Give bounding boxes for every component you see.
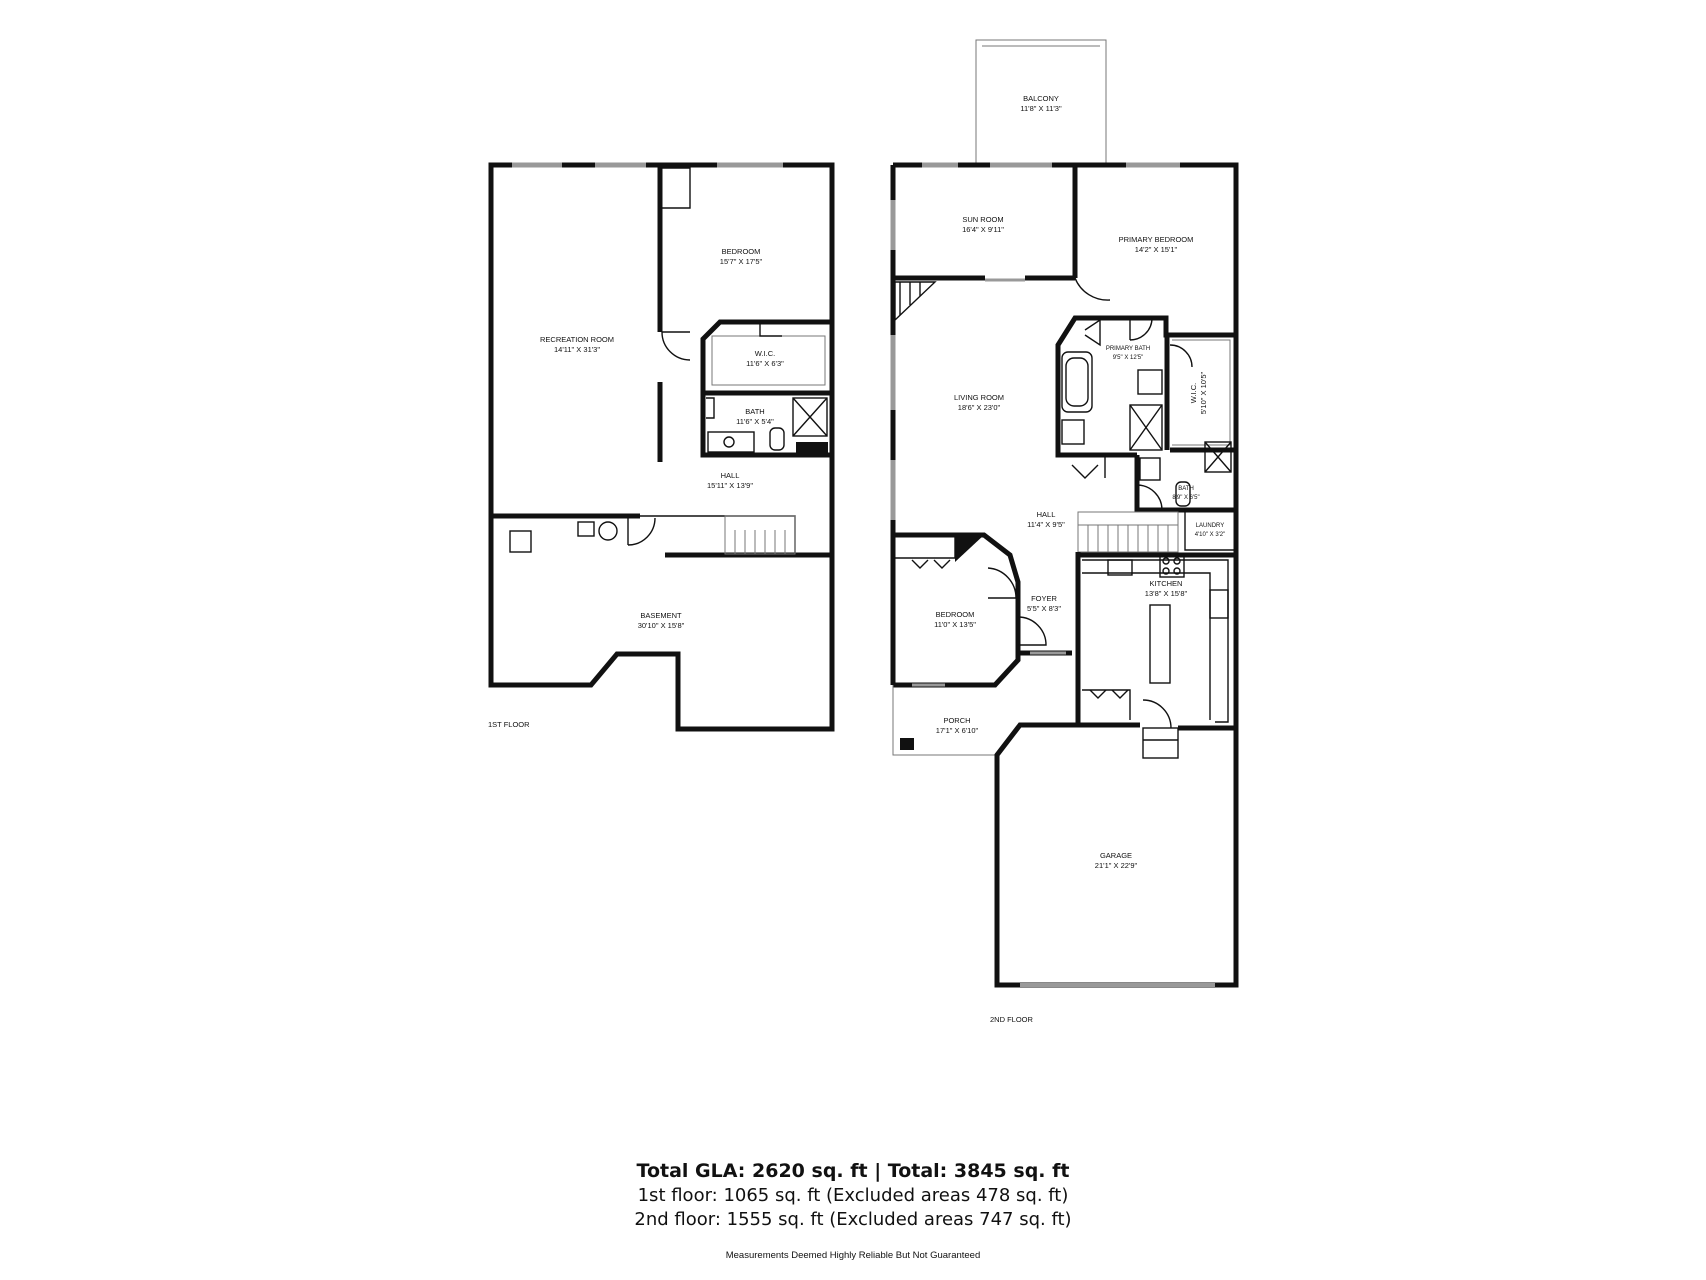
second-floor-outer-wall <box>890 162 1239 728</box>
first-floor-area: 1st floor: 1065 sq. ft (Excluded areas 4… <box>637 1185 1069 1206</box>
room-wic-primary: W.I.C. 5'10" X 10'5" <box>1189 371 1208 414</box>
room-bedroom-1: BEDROOM 15'7" X 17'5" <box>720 247 763 266</box>
room-name: PORCH <box>943 716 970 725</box>
room-name: PRIMARY BATH <box>1106 346 1150 352</box>
room-name: BASEMENT <box>640 611 682 620</box>
room-sun-room: SUN ROOM 16'4" X 9'11" <box>962 215 1004 234</box>
room-name: W.I.C. <box>1189 383 1198 403</box>
room-hall-2: HALL 11'4" X 9'5" <box>1027 510 1065 529</box>
room-dims: 5'5" X 8'3" <box>1027 604 1061 613</box>
room-dims: 11'6" X 5'4" <box>736 417 774 426</box>
room-dims: 8'9" X 6'5" <box>1172 495 1199 501</box>
room-dims: 11'6" X 6'3" <box>746 359 784 368</box>
room-dims: 11'4" X 9'5" <box>1027 520 1065 529</box>
disclaimer: Measurements Deemed Highly Reliable But … <box>725 1250 981 1261</box>
room-dims: 5'10" X 10'5" <box>1199 371 1208 414</box>
room-name: SUN ROOM <box>962 215 1003 224</box>
room-foyer: FOYER 5'5" X 8'3" <box>1027 594 1061 613</box>
room-dims: 15'7" X 17'5" <box>720 257 763 266</box>
balcony-outline <box>975 39 1107 165</box>
room-name: HALL <box>721 471 740 480</box>
room-dims: 11'0" X 13'5" <box>934 620 976 629</box>
garage-walls <box>994 722 1239 988</box>
room-name: FOYER <box>1031 594 1057 603</box>
room-name: BALCONY <box>1023 94 1059 103</box>
room-dims: 14'11" X 31'3" <box>554 345 600 354</box>
room-dims: 30'10" X 15'8" <box>638 621 685 630</box>
room-living-room: LIVING ROOM 18'6" X 23'0" <box>954 393 1004 412</box>
room-primary-bedroom: PRIMARY BEDROOM 14'2" X 15'1" <box>1119 235 1194 254</box>
room-bath-2: BATH 8'9" X 6'5" <box>1172 486 1199 501</box>
room-dims: 15'11" X 13'9" <box>707 481 753 490</box>
room-bath-1: BATH 11'6" X 5'4" <box>736 407 774 426</box>
room-name: W.I.C. <box>755 349 775 358</box>
room-dims: 13'8" X 15'8" <box>1145 589 1188 598</box>
total-area-summary: Total GLA: 2620 sq. ft | Total: 3845 sq.… <box>636 1160 1070 1182</box>
room-name: KITCHEN <box>1150 579 1183 588</box>
room-dims: 16'4" X 9'11" <box>962 225 1004 234</box>
room-garage: GARAGE 21'1" X 22'9" <box>1095 851 1138 870</box>
room-name: LAUNDRY <box>1196 523 1225 529</box>
second-floor-area: 2nd floor: 1555 sq. ft (Excluded areas 7… <box>634 1209 1072 1230</box>
first-floor-label: 1ST FLOOR <box>488 720 530 729</box>
room-name: BEDROOM <box>722 247 761 256</box>
room-dims: 4'10" X 3'2" <box>1195 532 1226 538</box>
room-basement: BASEMENT 30'10" X 15'8" <box>638 611 685 630</box>
second-floor-label: 2ND FLOOR <box>990 1015 1034 1024</box>
room-dims: 9'5" X 12'5" <box>1113 355 1144 361</box>
room-dims: 21'1" X 22'9" <box>1095 861 1138 870</box>
room-dims: 11'8" X 11'3" <box>1020 104 1062 113</box>
room-name: BATH <box>1178 486 1194 492</box>
room-name: RECREATION ROOM <box>540 335 614 344</box>
room-bedroom-2: BEDROOM 11'0" X 13'5" <box>934 610 976 629</box>
room-kitchen: KITCHEN 13'8" X 15'8" <box>1145 579 1188 598</box>
second-floor-plan <box>890 39 1239 988</box>
room-name: PRIMARY BEDROOM <box>1119 235 1194 244</box>
room-recreation-room: RECREATION ROOM 14'11" X 31'3" <box>540 335 614 354</box>
room-name: BATH <box>745 407 764 416</box>
room-wic-1: W.I.C. 11'6" X 6'3" <box>746 349 784 368</box>
room-laundry: LAUNDRY 4'10" X 3'2" <box>1195 523 1226 538</box>
room-dims: 18'6" X 23'0" <box>958 403 1001 412</box>
room-balcony: BALCONY 11'8" X 11'3" <box>1020 94 1062 113</box>
room-porch: PORCH 17'1" X 6'10" <box>936 716 979 735</box>
room-dims: 17'1" X 6'10" <box>936 726 979 735</box>
room-name: HALL <box>1037 510 1056 519</box>
room-name: LIVING ROOM <box>954 393 1004 402</box>
first-floor-plan <box>488 162 835 732</box>
room-name: GARAGE <box>1100 851 1132 860</box>
room-primary-bath: PRIMARY BATH 9'5" X 12'5" <box>1106 346 1150 361</box>
room-name: BEDROOM <box>936 610 975 619</box>
first-floor-outer-wall <box>488 162 835 732</box>
room-hall-1: HALL 15'11" X 13'9" <box>707 471 753 490</box>
room-dims: 14'2" X 15'1" <box>1135 245 1178 254</box>
